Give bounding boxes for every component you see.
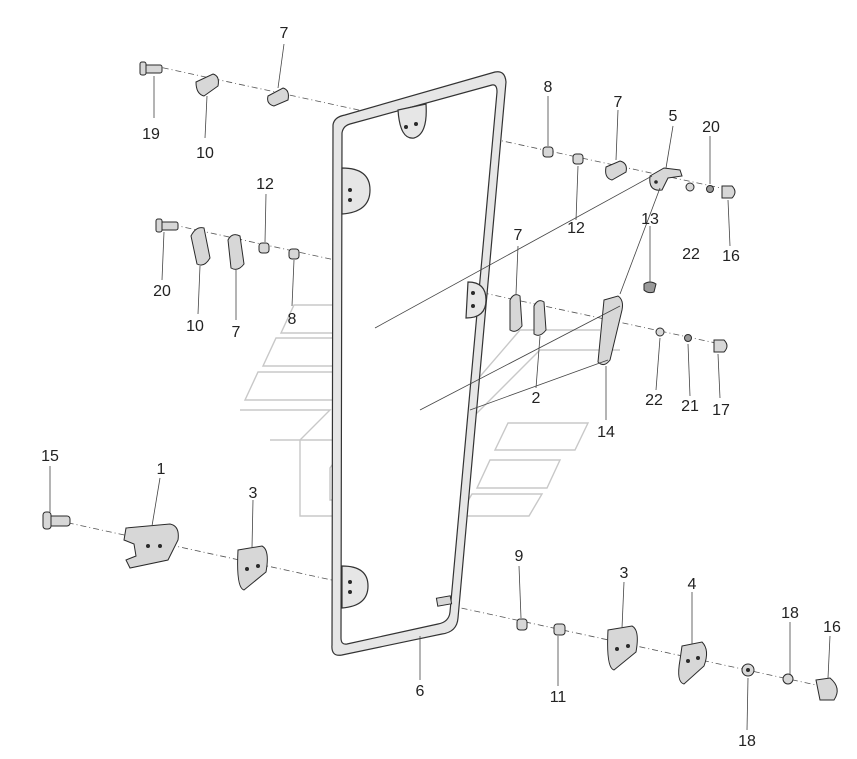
callout-6: 6 [416,683,425,700]
callout-10: 10 [186,318,204,335]
plate-7-top [267,87,289,107]
callout-17: 16 [823,619,841,636]
bushing-8-mid [288,248,300,260]
callout-20: 20 [702,119,720,136]
washer-22-top [685,182,695,192]
bolt-16-top [139,61,163,76]
door-frame [331,71,507,656]
plate-7-mid [227,234,245,270]
washer-19 [782,673,794,685]
plate-3-right [607,625,638,671]
middle-left-hardware [155,218,300,270]
callout-12: 12 [567,220,585,237]
leader-lines [49,43,831,731]
plate-7-center [509,294,523,332]
plate-4 [678,641,708,685]
cap-18-top [721,185,736,199]
callout-15: 15 [41,448,59,465]
callout-4: 4 [688,576,697,593]
callout-16: 19 [142,126,160,143]
cap-18-mid [713,339,728,353]
plate-7-right [605,160,627,181]
bushing-8-top [542,146,554,158]
middle-right-hardware [509,281,728,366]
callout-22: 22 [682,246,700,263]
bolt-16-mid [155,218,179,233]
plate-10-top [195,73,219,97]
strut-linkage [374,175,661,411]
bottom-hardware [42,511,838,701]
callout-22: 22 [645,392,663,409]
gas-strut-14 [597,295,623,366]
callout-10: 10 [196,145,214,162]
callout-14: 14 [597,424,615,441]
callout-16: 20 [153,283,171,300]
callout-12: 12 [256,176,274,193]
callout-18: 17 [712,402,730,419]
callout-2: 2 [532,390,541,407]
callout-18: 16 [722,248,740,265]
callout-20: 21 [681,398,699,415]
nut-20-top [706,185,714,193]
bolt-15 [42,511,71,530]
callout-7: 7 [232,324,241,341]
callout-13: 13 [641,211,659,228]
plate-3-left [237,545,268,591]
callout-5: 5 [669,108,678,125]
callout-8: 8 [288,311,297,328]
callout-21: 18 [738,733,756,750]
cap-17 [815,677,838,701]
callout-labels: 7 19 10 8 7 5 20 12 12 13 22 16 7 20 10 … [41,25,841,750]
plate-10-mid [190,227,211,266]
spacer-11 [553,623,566,636]
top-hardware [139,61,736,199]
spacer-12-mid [258,242,270,254]
callout-3: 3 [620,565,629,582]
bushing-9 [516,618,528,631]
clip-13 [643,281,657,294]
callout-7: 7 [614,94,623,111]
callout-7: 7 [280,25,289,42]
callout-9: 9 [515,548,524,565]
hinge-5 [649,167,683,191]
callout-19: 18 [781,605,799,622]
callout-1: 1 [157,461,166,478]
bracket-2 [533,300,547,336]
callout-3: 3 [249,485,258,502]
nut-20-mid [684,334,692,342]
washer-22-mid [655,327,665,337]
callout-8: 8 [544,79,553,96]
hinge-1 [123,523,179,569]
callout-11: 11 [550,689,567,706]
callout-7: 7 [514,227,523,244]
spacer-12-top [572,153,584,165]
